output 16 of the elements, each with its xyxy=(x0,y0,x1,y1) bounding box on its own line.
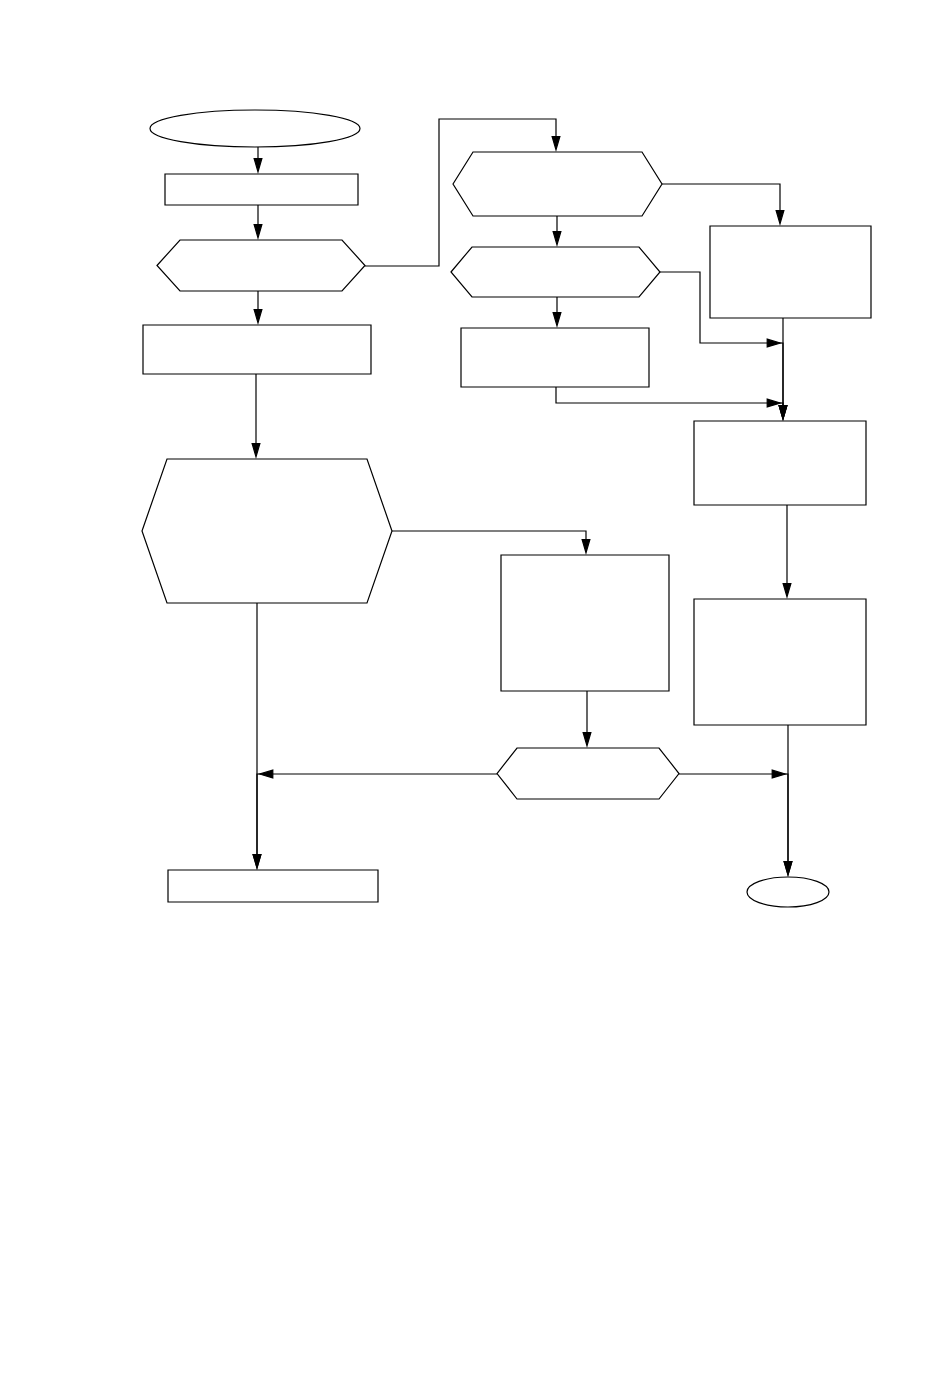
decision-hexagon xyxy=(141,458,393,604)
process-box xyxy=(167,869,379,903)
process-box xyxy=(164,173,359,206)
decision-hexagon xyxy=(156,239,366,292)
process-box xyxy=(142,324,372,375)
decision-hexagon xyxy=(496,747,680,800)
decision-hexagon xyxy=(450,246,661,298)
process-box xyxy=(709,225,872,319)
process-box xyxy=(693,420,867,506)
arrow xyxy=(364,118,561,267)
process-box xyxy=(693,598,867,726)
decision-hexagon xyxy=(452,151,663,217)
terminal-oval xyxy=(746,876,830,908)
process-box xyxy=(460,327,650,388)
process-box xyxy=(500,554,670,692)
terminal-oval xyxy=(149,109,361,148)
